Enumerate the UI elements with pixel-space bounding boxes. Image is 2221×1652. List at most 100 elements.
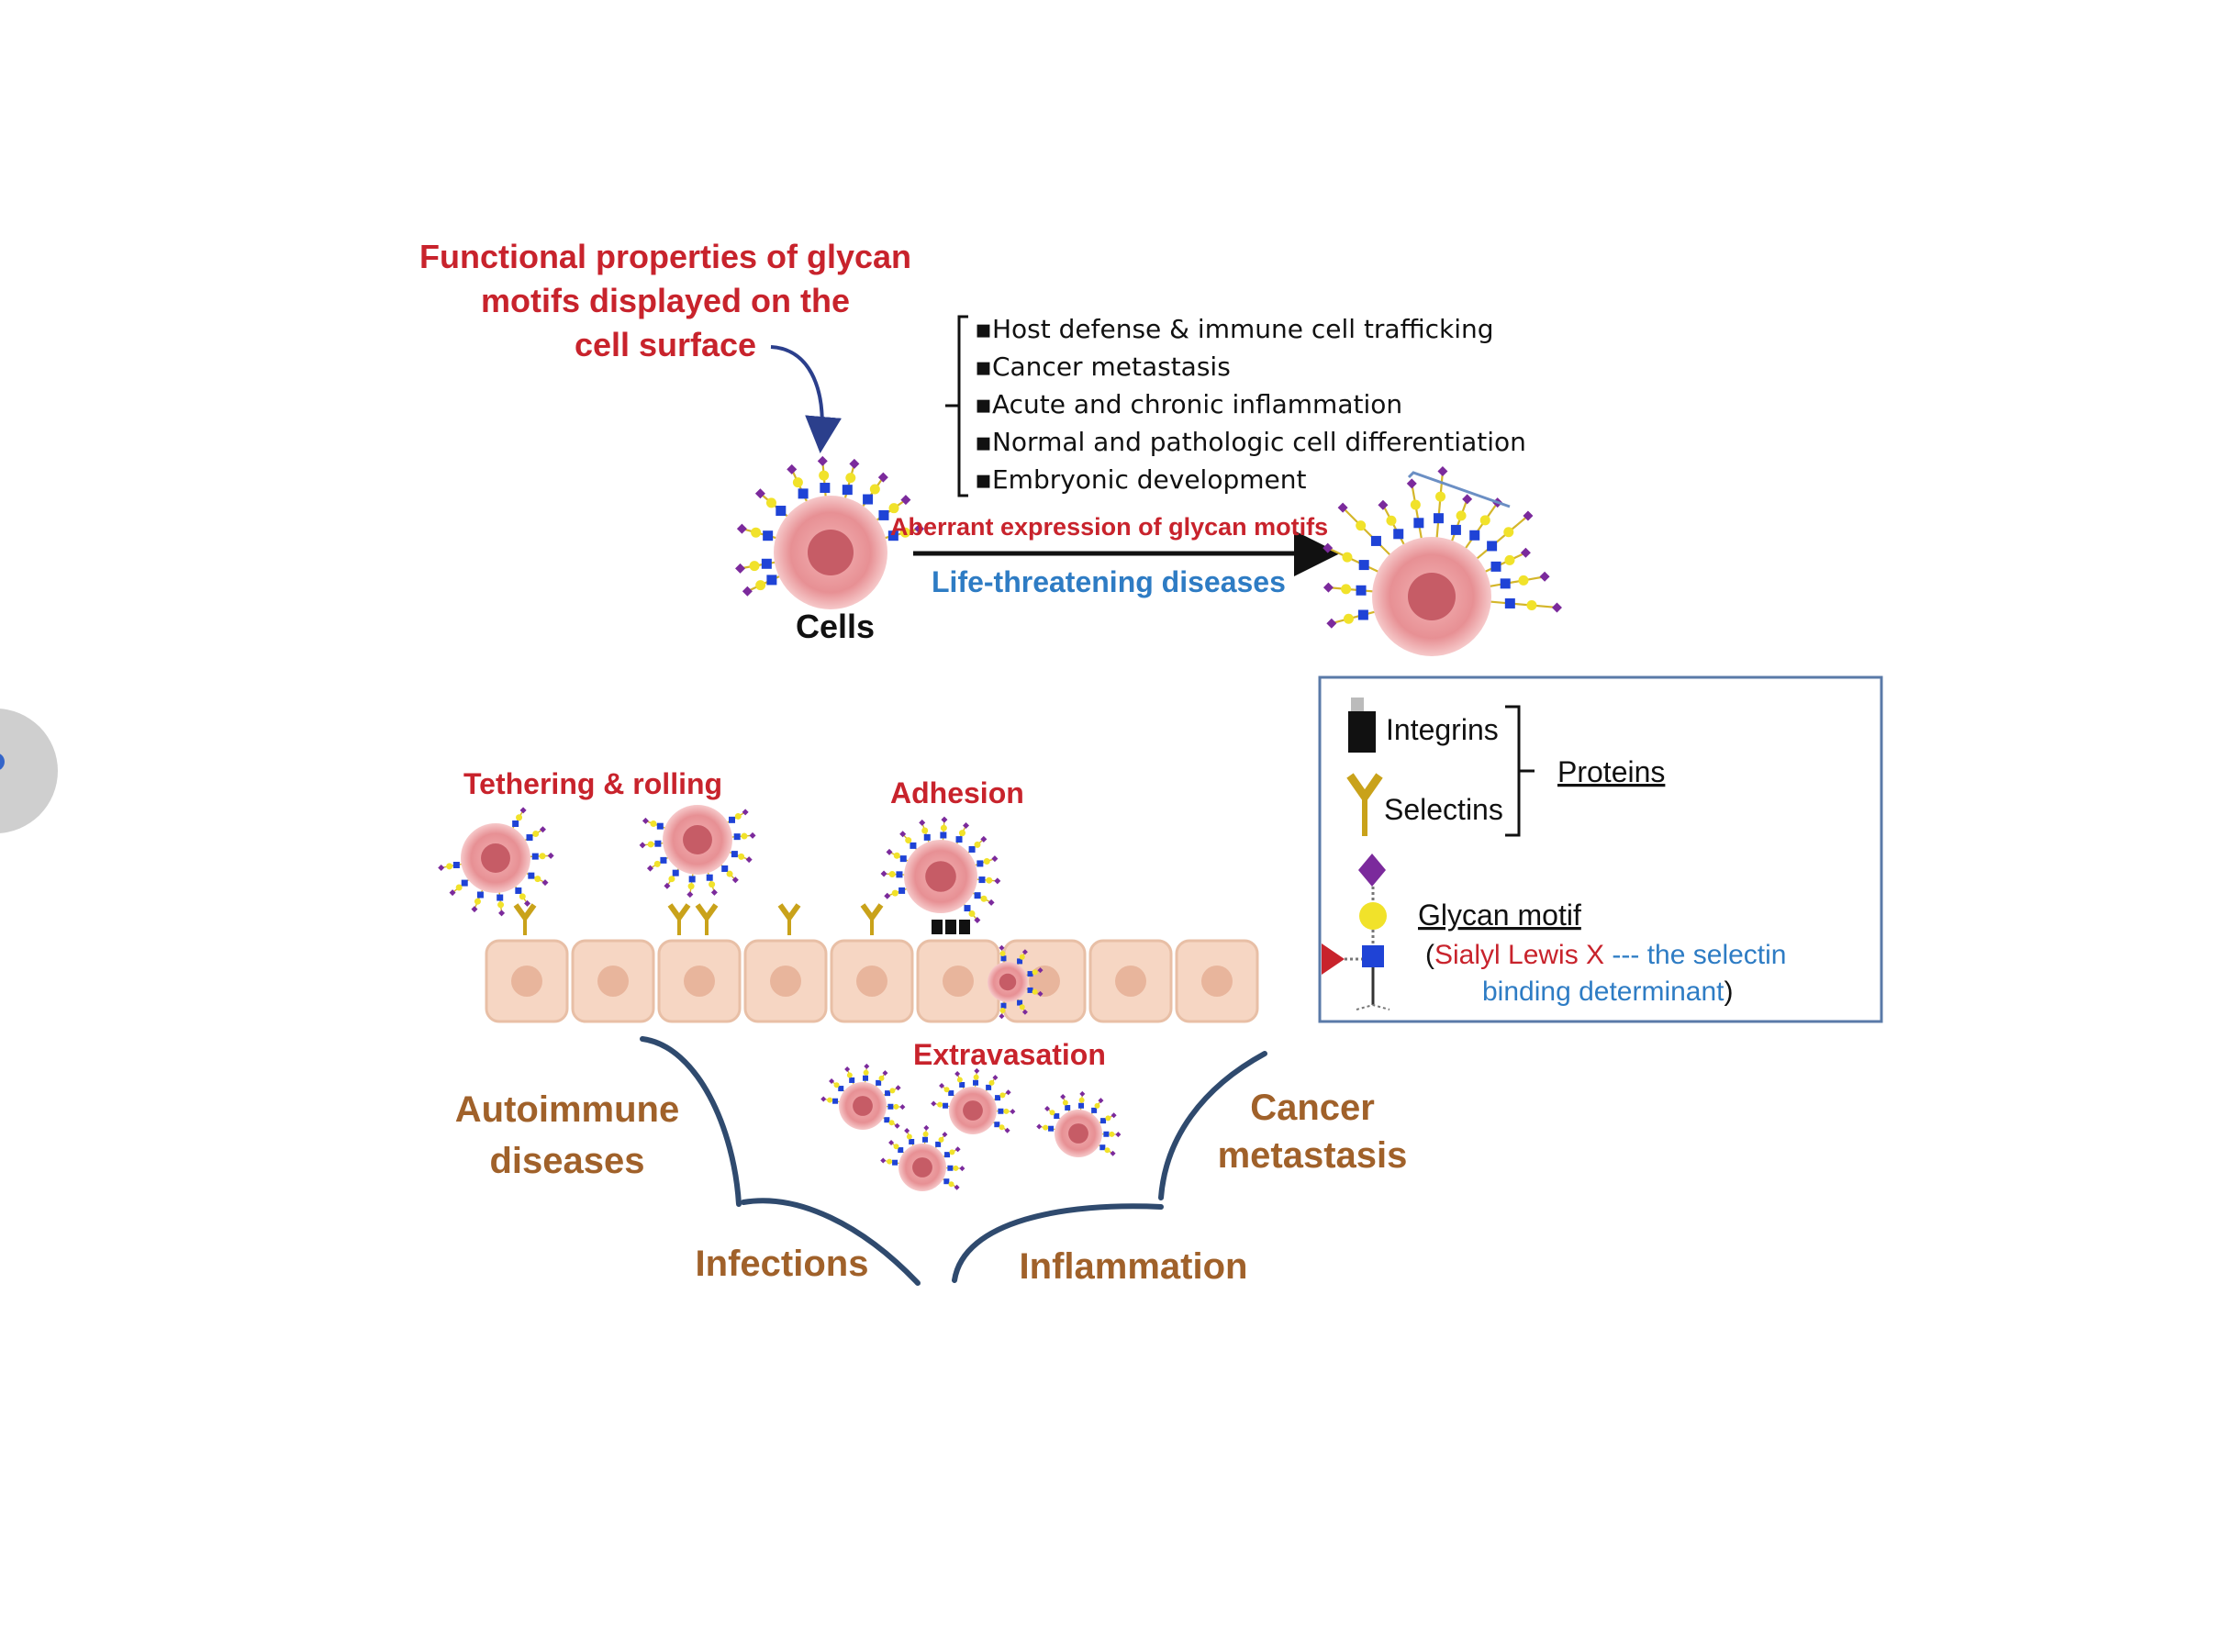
glycan-chain bbox=[884, 887, 910, 899]
glycan-chain bbox=[729, 832, 756, 841]
curve-inflammation bbox=[952, 1203, 1164, 1283]
aberrant-cell bbox=[1323, 466, 1562, 656]
glycan-chain bbox=[523, 871, 549, 887]
selectin-icon bbox=[695, 903, 719, 935]
glycan-chain bbox=[984, 1075, 999, 1094]
step-tethering-rolling: Tethering & rolling bbox=[463, 767, 722, 800]
glycan-chain bbox=[969, 890, 995, 906]
glycan-chain bbox=[943, 1165, 965, 1172]
glycan-chain bbox=[1089, 1098, 1104, 1117]
glycan-chain bbox=[820, 1096, 843, 1104]
glycan-chain bbox=[878, 523, 925, 541]
glycan-chain bbox=[664, 865, 681, 889]
heading: Functional properties of glycan motifs d… bbox=[419, 238, 911, 363]
glycan-chain bbox=[844, 1066, 855, 1087]
glycan-chain bbox=[1024, 987, 1044, 997]
glycan-chain bbox=[994, 1108, 1016, 1115]
glycan-chain bbox=[513, 883, 531, 907]
step-adhesion: Adhesion bbox=[890, 776, 1024, 809]
glycan-chain bbox=[754, 488, 793, 521]
arrow-label-diseases: Life-threatening diseases bbox=[932, 565, 1286, 598]
glycan-chain bbox=[1060, 1094, 1071, 1114]
selectin-icon bbox=[777, 903, 801, 935]
leukocytes bbox=[438, 805, 1122, 1191]
glycan-chain bbox=[718, 862, 739, 884]
glycan-chain bbox=[990, 1121, 1010, 1133]
leukocyte bbox=[880, 816, 1001, 923]
function-list: ▪Host defense & immune cell trafficking … bbox=[975, 314, 1526, 495]
glycan-chain bbox=[639, 840, 667, 849]
glycan-chain bbox=[884, 1103, 906, 1111]
leukocyte bbox=[1036, 1090, 1122, 1157]
glycan-chain bbox=[858, 472, 888, 512]
glycan-chain bbox=[527, 852, 554, 860]
legend-binding-line: binding determinant) bbox=[1482, 977, 1734, 1007]
glycan-chain bbox=[1471, 510, 1534, 564]
glycan-chain bbox=[642, 817, 669, 830]
glycan-chain bbox=[904, 1128, 915, 1148]
glycan-chain bbox=[787, 463, 810, 508]
side-nav-button[interactable] bbox=[0, 709, 58, 833]
heading-line-1: Functional properties of glycan bbox=[419, 238, 911, 275]
legend-integrins: Integrins bbox=[1386, 713, 1499, 746]
glycan-chain bbox=[829, 1077, 847, 1093]
glycan-chain bbox=[1024, 967, 1044, 977]
function-item: ▪Host defense & immune cell trafficking bbox=[975, 314, 1494, 344]
glycan-chain bbox=[931, 1100, 953, 1109]
selectin-icon bbox=[860, 903, 884, 935]
glycan-chain bbox=[1323, 542, 1384, 575]
glycan-chain bbox=[1484, 597, 1562, 613]
glycan-chain bbox=[919, 819, 931, 846]
function-item: ▪Acute and chronic inflammation bbox=[975, 389, 1402, 419]
glycan-chain bbox=[1406, 478, 1424, 545]
legend-slex-line: (Sialyl Lewis X --- the selectin bbox=[1425, 940, 1786, 970]
glycan-chain bbox=[438, 862, 465, 871]
label-inflammation: Inflammation bbox=[1020, 1246, 1248, 1287]
glycan-chain bbox=[899, 831, 920, 853]
glycan-chain bbox=[999, 944, 1007, 965]
adhesion-integrins bbox=[932, 920, 970, 934]
glycan-chain bbox=[510, 807, 527, 832]
glycan-chain bbox=[1483, 571, 1550, 589]
function-list-bracket bbox=[945, 315, 968, 497]
endothelial-selectins bbox=[513, 903, 884, 935]
glycan-chain bbox=[1096, 1144, 1116, 1156]
label-autoimmune-1: Autoimmune bbox=[455, 1089, 679, 1130]
glycan-chain bbox=[706, 869, 718, 896]
leukocyte bbox=[639, 805, 756, 899]
leukocyte bbox=[880, 1124, 965, 1191]
selectin-icon bbox=[513, 903, 537, 935]
glycan-chain bbox=[881, 1085, 901, 1097]
glycan-chain bbox=[961, 901, 981, 923]
glycan-chain bbox=[954, 1071, 965, 1091]
glycan-chain bbox=[1479, 547, 1531, 575]
glycan-chain bbox=[973, 876, 1001, 885]
glycan-chain bbox=[880, 1157, 902, 1166]
legend-proteins: Proteins bbox=[1557, 755, 1665, 788]
glycan-chain bbox=[880, 1116, 900, 1129]
glycan-chain bbox=[965, 835, 988, 855]
glycan-chain bbox=[1433, 466, 1448, 544]
heading-line-3: cell surface bbox=[575, 326, 756, 363]
glycan-chain bbox=[449, 876, 472, 897]
glycan-chain bbox=[1323, 582, 1379, 596]
label-cancer-2: metastasis bbox=[1218, 1135, 1408, 1176]
heading-pointer-arrow bbox=[770, 345, 842, 453]
glycan-chain bbox=[1036, 1123, 1058, 1132]
glycan-chain bbox=[971, 855, 999, 867]
glycan-chain bbox=[886, 848, 911, 864]
glycan-chain bbox=[842, 458, 860, 505]
selectin-icon bbox=[1346, 773, 1383, 836]
label-autoimmune-2: diseases bbox=[489, 1141, 644, 1181]
normal-cell bbox=[735, 455, 925, 609]
glycan-chain bbox=[999, 999, 1007, 1020]
glycan-chain bbox=[686, 870, 696, 899]
endothelium bbox=[485, 939, 1259, 1023]
function-item: ▪Embryonic development bbox=[975, 464, 1306, 495]
function-item: ▪Cancer metastasis bbox=[975, 352, 1231, 382]
leukocyte bbox=[988, 944, 1044, 1020]
curve-autoimmune bbox=[640, 1036, 742, 1207]
glycan-chain bbox=[735, 558, 782, 574]
label-cancer-1: Cancer bbox=[1250, 1088, 1375, 1128]
